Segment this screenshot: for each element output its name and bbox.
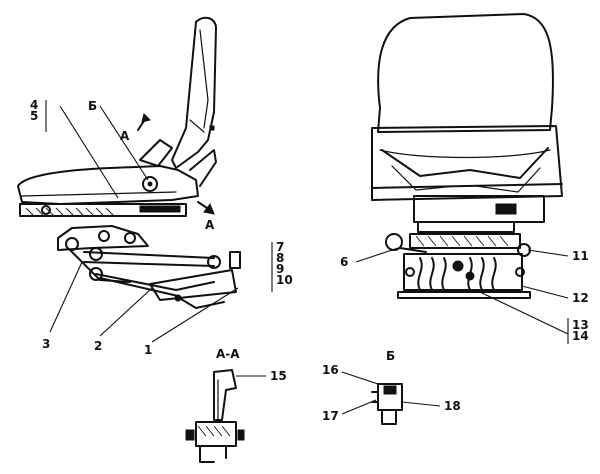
callout-13-14: 13 14: [572, 318, 589, 343]
callout-7: 7: [276, 240, 285, 254]
callout-11: 11: [572, 249, 589, 263]
side-suspension: [57, 225, 241, 309]
view-b-title: Б: [386, 349, 396, 363]
callout-4: 4: [30, 98, 39, 112]
callout-10: 10: [276, 273, 293, 287]
callout-6: 6: [340, 255, 349, 269]
callout-17: 17: [322, 409, 339, 423]
view-b-detail: [341, 371, 441, 425]
callout-14: 14: [572, 329, 589, 343]
callout-13: 13: [572, 318, 589, 332]
callout-12: 12: [572, 291, 589, 305]
callout-2: 2: [94, 339, 103, 353]
callout-1: 1: [144, 343, 153, 357]
callout-7-10: 7 8 9 10: [276, 240, 293, 287]
rear-mechanism: [385, 233, 531, 299]
side-cushion: [17, 139, 217, 205]
side-seat-rails: [19, 203, 187, 217]
callout-16: 16: [322, 363, 339, 377]
callout-8: 8: [276, 251, 285, 265]
callout-3: 3: [42, 337, 51, 351]
section-a-title: А-А: [216, 347, 240, 361]
callout-15: 15: [270, 369, 287, 383]
callout-5: 5: [30, 109, 39, 123]
side-backrest: [171, 16, 217, 169]
callout-view-b-side: Б: [88, 99, 98, 113]
rear-backrest: [371, 13, 563, 201]
section-arrows: [137, 113, 215, 215]
side-view-seat: [17, 16, 273, 343]
rear-base: [413, 195, 545, 233]
rear-view-seat: [355, 13, 569, 344]
callout-9: 9: [276, 262, 285, 276]
callout-4-5: 4 5: [30, 98, 39, 123]
callout-18: 18: [444, 399, 461, 413]
section-arrow-label-top: А: [120, 129, 130, 143]
section-arrow-label-bottom: А: [205, 218, 215, 232]
section-a-detail: [185, 369, 266, 463]
